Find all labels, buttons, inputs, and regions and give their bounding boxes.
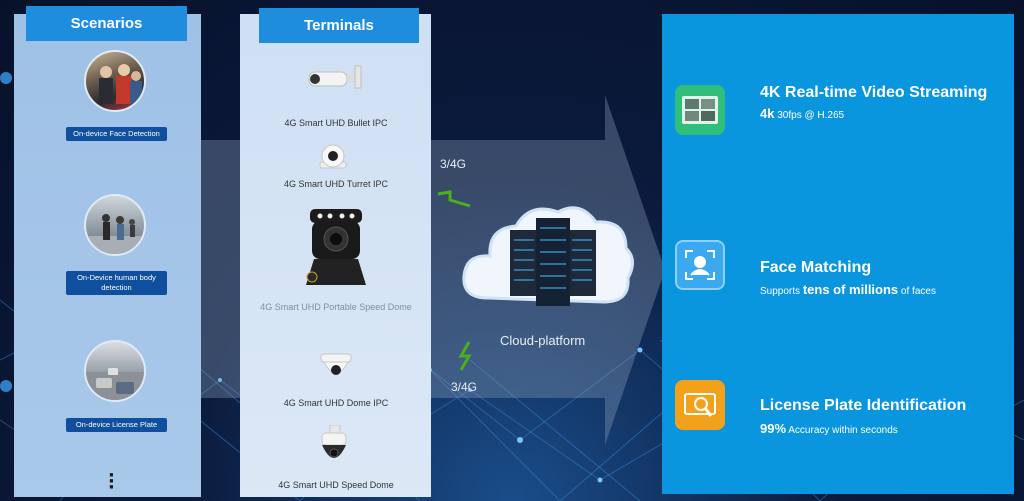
signal-bolt-icon [437,190,471,208]
feature-subtitle-license-plate: 99% Accuracy within seconds [760,421,898,436]
speed-dome-icon [316,424,352,475]
cloud-platform-icon [462,206,634,306]
scenarios-title: Scenarios [26,6,187,41]
terminal-label-speed-dome: 4G Smart UHD Speed Dome [278,480,394,490]
bullet-camera-icon [303,60,369,104]
terminal-label-portable-speed-dome: 4G Smart UHD Portable Speed Dome [260,302,412,312]
cloud-platform-label: Cloud-platform [500,333,586,348]
terminal-label-bullet: 4G Smart UHD Bullet IPC [284,118,388,128]
feature-subtitle-video: 4k 30fps @ H.265 [760,106,845,121]
face-detection-photo [84,50,146,112]
feature-title-face: Face Matching [760,259,872,276]
turret-camera-icon [316,140,350,176]
feature-title-video: 4K Real-time Video Streaming [760,84,988,101]
human-body-detection-photo [84,194,146,256]
signal-bolt-icon [458,341,472,371]
dome-camera-icon [318,348,354,388]
feature-subtitle-face: Supports tens of millions of faces [760,282,936,297]
network-label-upper: 3/4G [440,157,467,171]
terminal-label-dome: 4G Smart UHD Dome IPC [283,398,389,408]
feature-title-license-plate: License Plate Identification [760,397,967,414]
network-label-lower: 3/4G [451,380,478,394]
scenario-label-license-plate: On-device License Plate [66,418,167,432]
license-plate-photo [84,340,146,402]
portable-speed-dome-icon [300,205,372,297]
terminals-title: Terminals [259,8,419,43]
video-wall-icon [675,85,725,135]
face-scan-icon [675,240,725,290]
scenario-label-human-body: On-Device human body detection [66,271,167,295]
plate-search-icon [675,380,725,430]
vertical-ellipsis-icon[interactable]: ··· [108,465,115,498]
terminal-label-turret: 4G Smart UHD Turret IPC [283,179,389,189]
scenario-label-face: On-device Face Detection [66,127,167,141]
